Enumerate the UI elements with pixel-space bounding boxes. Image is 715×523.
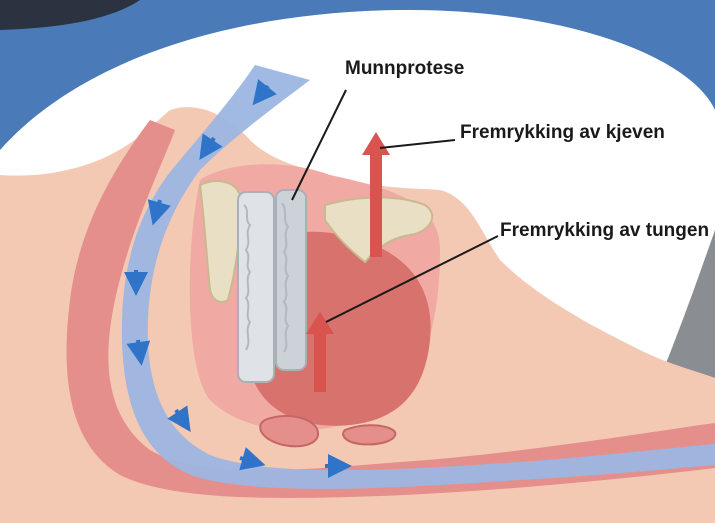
label-jaw-advancement: Fremrykking av kjeven [460, 122, 665, 143]
mouthpiece [238, 190, 306, 382]
label-tongue-advancement: Fremrykking av tungen [500, 220, 709, 241]
label-mouthpiece: Munnprotese [345, 58, 464, 79]
hyoid-shape [343, 425, 395, 444]
